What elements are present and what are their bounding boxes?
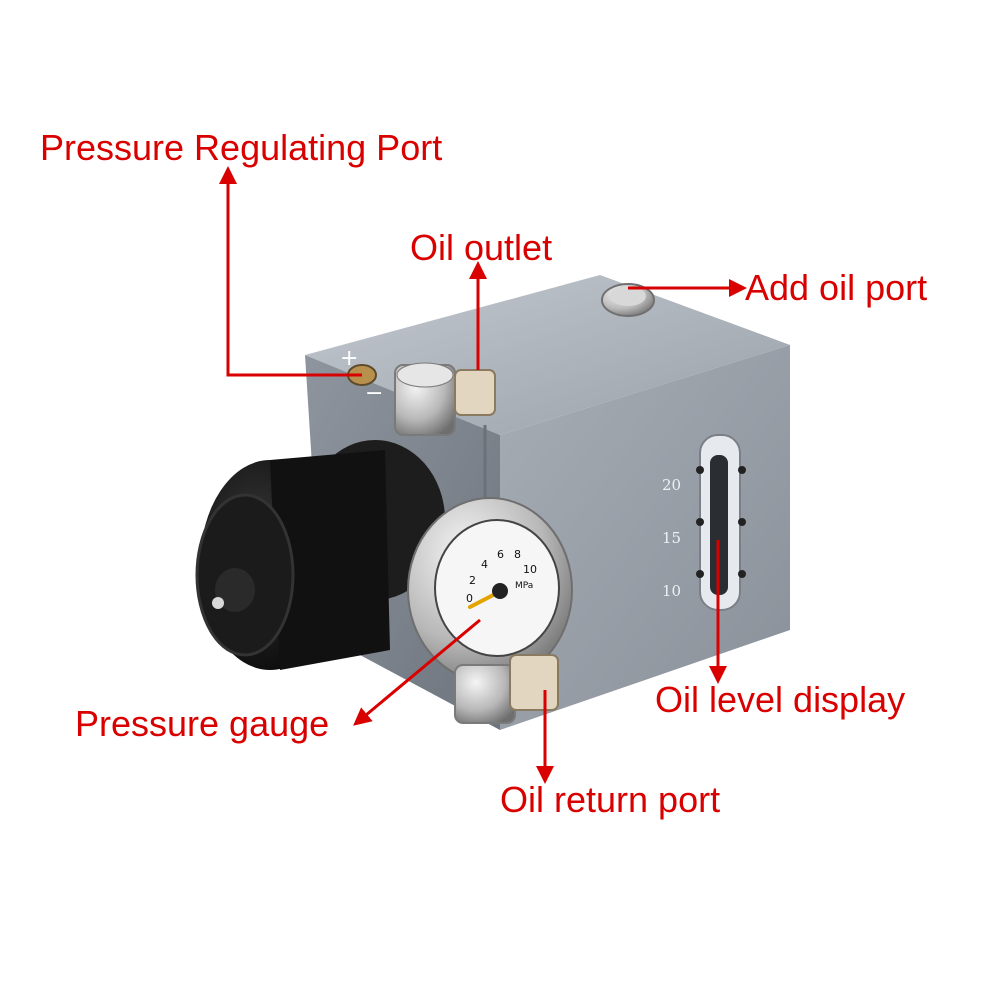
- level-mark-15: 15: [662, 529, 681, 547]
- regulator-knob: [195, 440, 445, 670]
- annotation-arrows: [219, 166, 747, 784]
- oil-outlet-fitting: [394, 362, 496, 436]
- label-oil-return-port: Oil return port: [500, 779, 721, 820]
- gauge-tick-4: 4: [481, 558, 488, 571]
- pressure-gauge: 0 2 4 6 8 10 MPa: [407, 497, 573, 683]
- oil-level-sight-glass: 20 15 10: [662, 434, 746, 611]
- gauge-tick-8: 8: [514, 548, 521, 561]
- label-pressure-gauge: Pressure gauge: [75, 703, 330, 744]
- add-oil-port-cap: [601, 283, 655, 317]
- label-oil-level-display: Oil level display: [655, 679, 906, 720]
- gauge-unit: MPa: [515, 581, 533, 591]
- level-mark-10: 10: [662, 582, 681, 600]
- body-plus-mark: +: [340, 346, 358, 371]
- label-pressure-regulating-port: Pressure Regulating Port: [40, 127, 443, 168]
- label-add-oil-port: Add oil port: [745, 267, 928, 308]
- arrow-pressure-regulating-port: [219, 166, 362, 377]
- gauge-tick-0: 0: [466, 592, 473, 605]
- gauge-tick-6: 6: [497, 548, 504, 561]
- level-mark-20: 20: [662, 476, 681, 494]
- label-oil-outlet: Oil outlet: [410, 227, 553, 268]
- gauge-tick-10: 10: [523, 563, 537, 576]
- arrow-pressure-gauge: [353, 618, 481, 726]
- gauge-tick-2: 2: [469, 574, 476, 587]
- body-minus-mark: −: [365, 381, 383, 406]
